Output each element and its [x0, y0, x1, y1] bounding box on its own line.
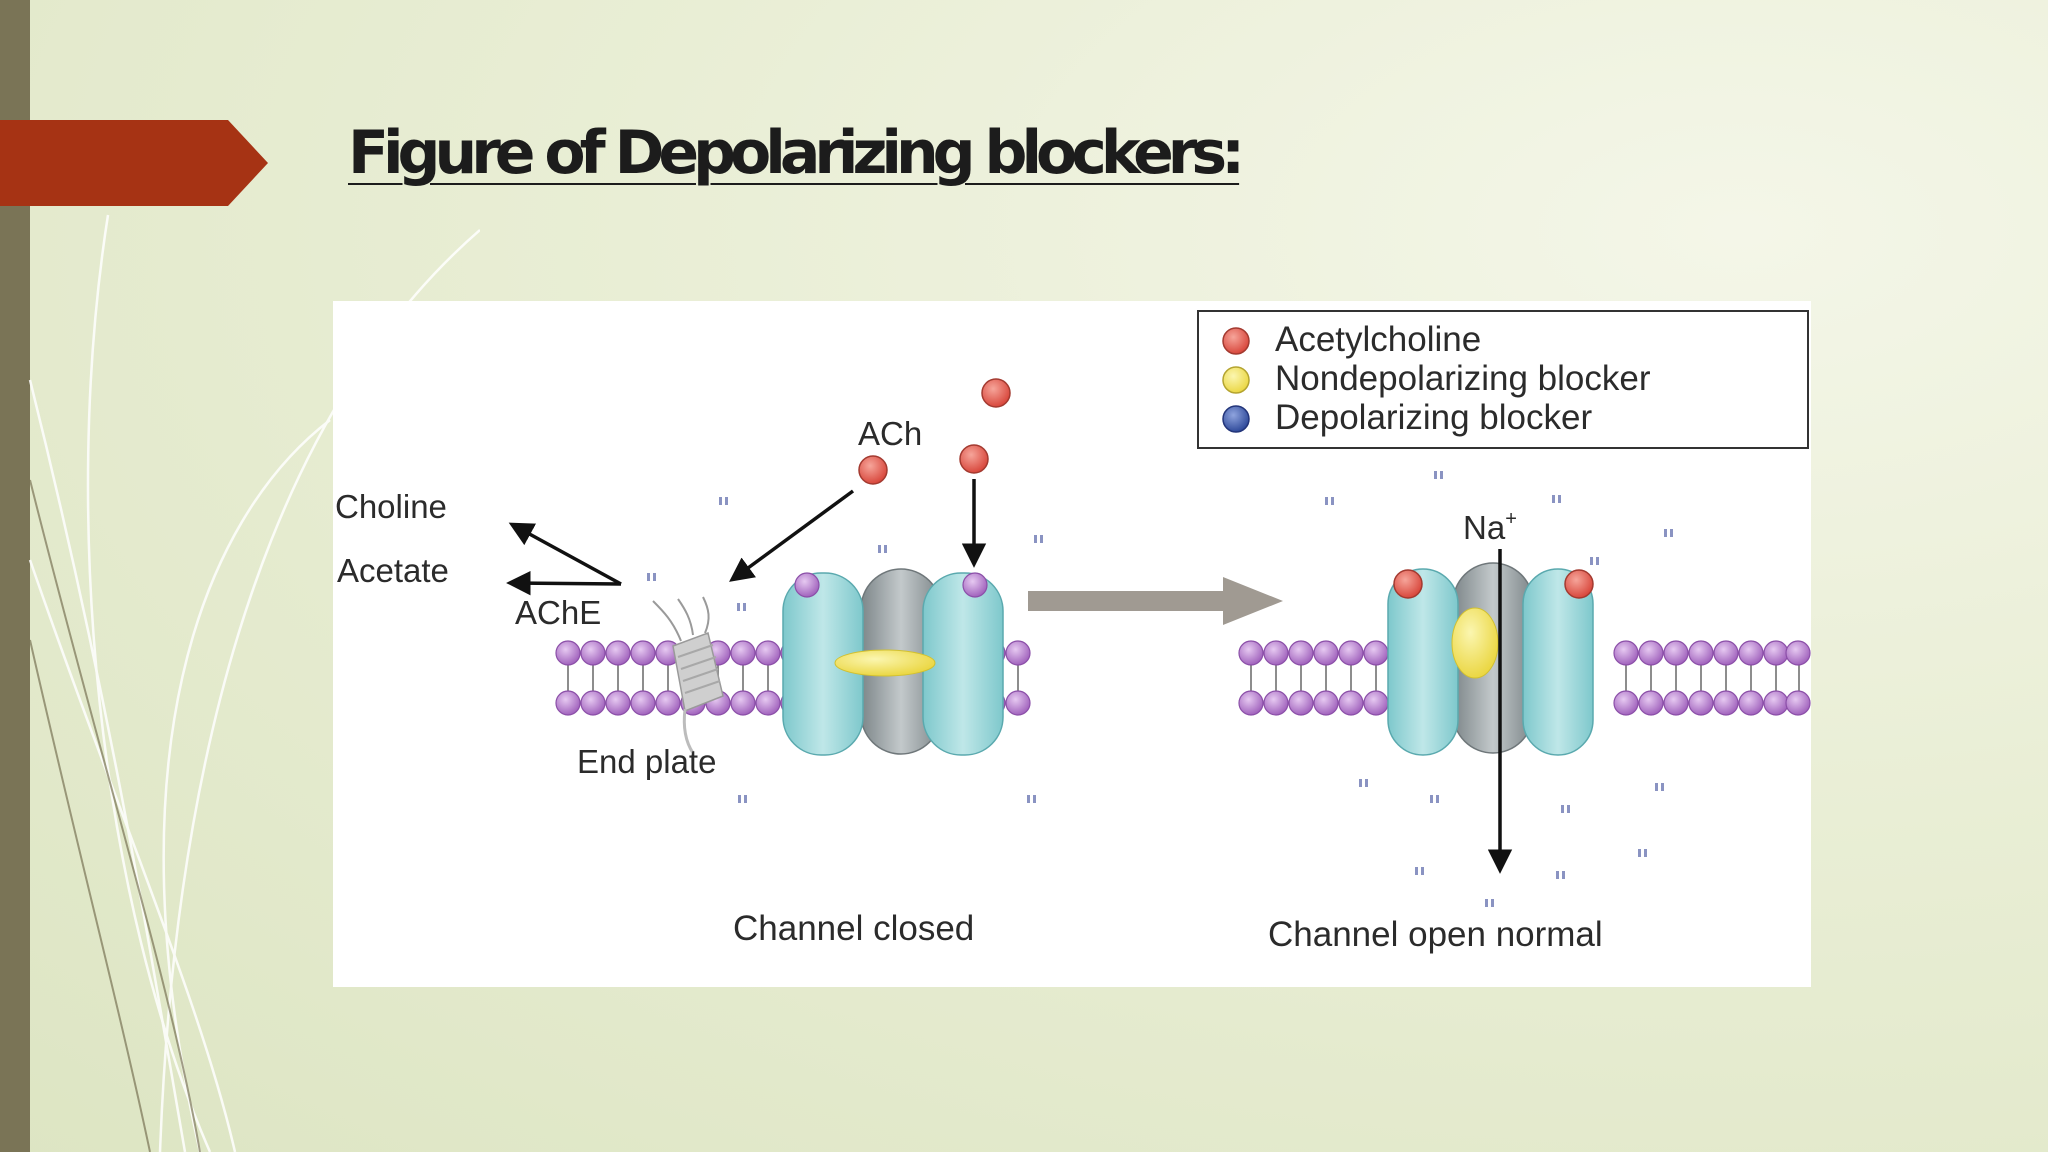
figure-legend: Acetylcholine Nondepolarizing blocker De… [1197, 310, 1809, 449]
decorative-curves [28, 214, 480, 1152]
slide-title: Figure of Depolarizing blockers: [348, 118, 1245, 188]
legend-nondepolarizing-marker [1222, 366, 1250, 394]
receptor-channel-closed [782, 568, 1004, 756]
choline-label: Choline [335, 488, 447, 525]
legend-acetylcholine-label: Acetylcholine [1275, 320, 1481, 359]
receptor-channel-open [1387, 562, 1594, 756]
transition-arrow [1028, 577, 1283, 625]
legend-depolarizing-marker [1222, 405, 1250, 433]
title-arrow-tab [0, 120, 268, 206]
legend-acetylcholine-marker [1222, 327, 1250, 355]
legend-nondepolarizing-label: Nondepolarizing blocker [1275, 359, 1651, 398]
neuromuscular-junction-diagram: Acetylcholine Nondepolarizing blocker De… [335, 310, 1811, 954]
channel-closed-label: Channel closed [733, 909, 974, 948]
reaction-arrows [506, 479, 1513, 874]
ache-label: AChE [515, 594, 601, 631]
ache-enzyme [652, 596, 724, 754]
ach-molecules [858, 378, 1011, 485]
depolarizing-blocker-figure: Acetylcholine Nondepolarizing blocker De… [333, 301, 1811, 987]
acetate-label: Acetate [337, 552, 449, 589]
legend-depolarizing-label: Depolarizing blocker [1275, 398, 1592, 437]
ach-label: ACh [858, 415, 922, 452]
channel-open-label: Channel open normal [1268, 915, 1603, 954]
membrane-right [1238, 640, 1811, 716]
ion-dots [647, 471, 1673, 907]
na-ion-label: Na+ [1463, 508, 1517, 546]
end-plate-label: End plate [577, 743, 716, 780]
